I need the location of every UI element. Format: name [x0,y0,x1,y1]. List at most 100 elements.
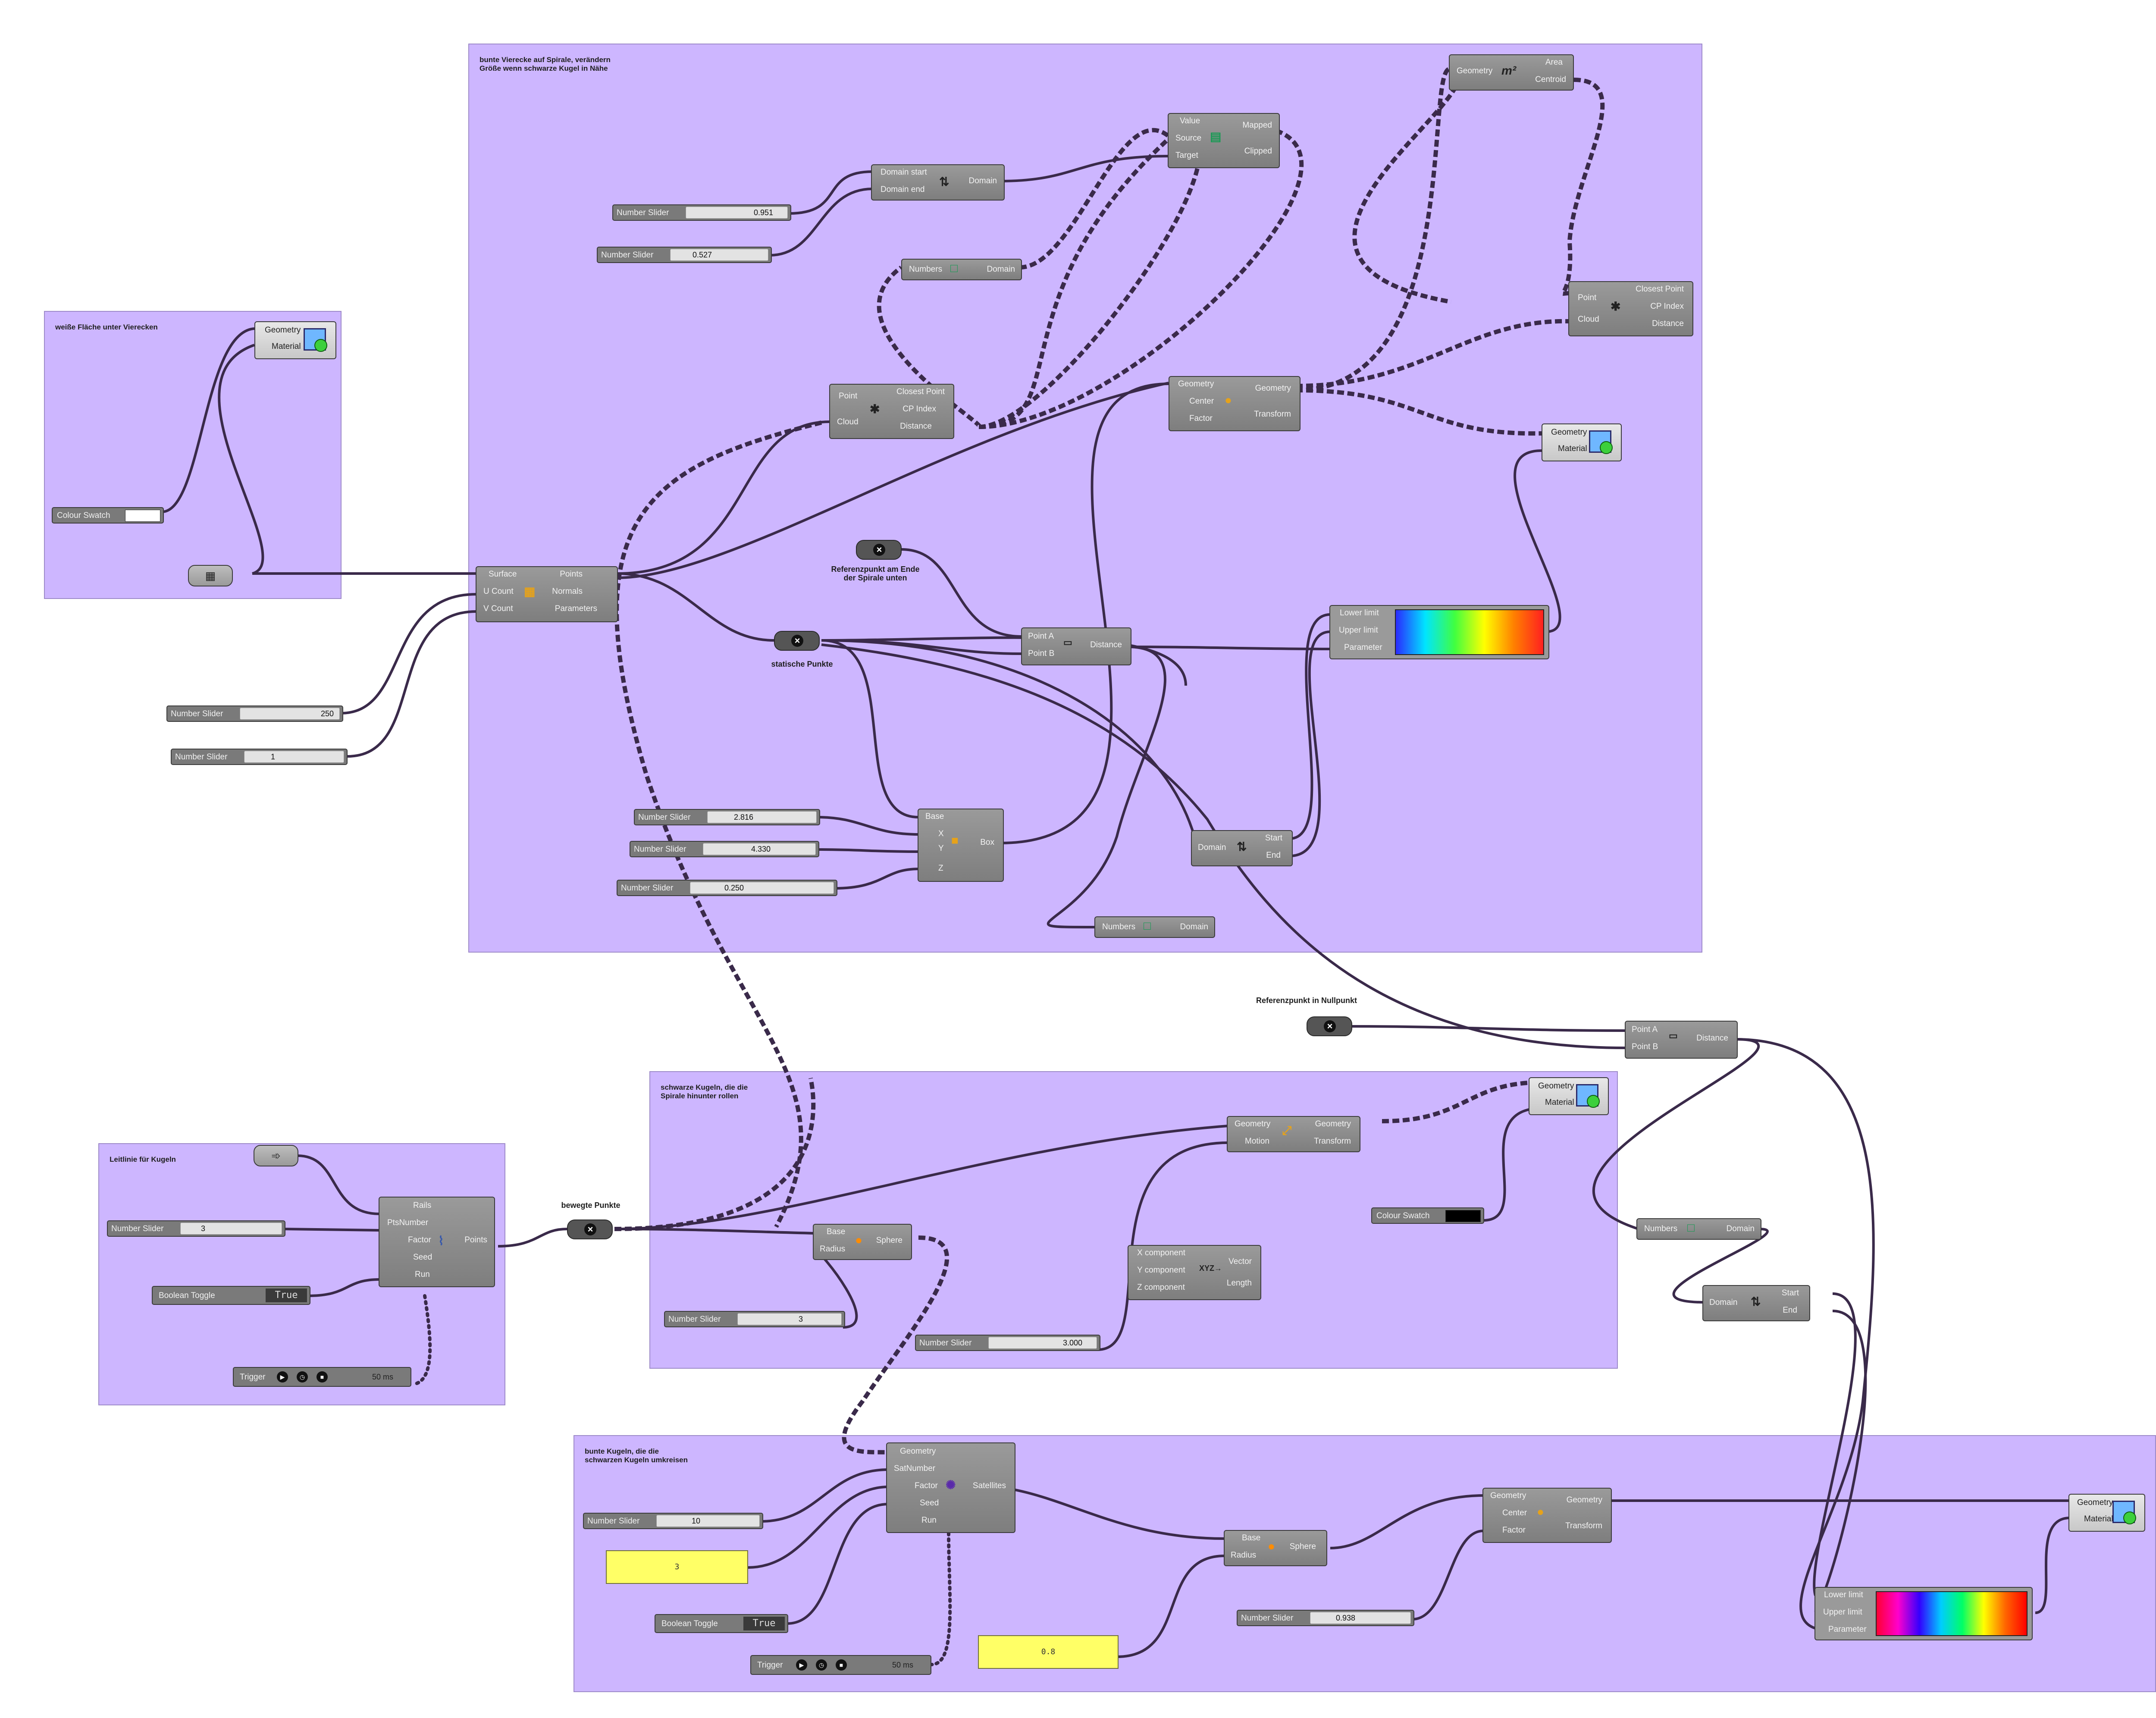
point-param-origin[interactable]: × [1307,1016,1352,1036]
number-slider-scale-factor[interactable]: Number Slider 0.938 [1237,1610,1414,1626]
point-param-icon: × [1324,1020,1336,1032]
bounds-3[interactable]: Numbers □ Domain [1636,1218,1761,1240]
move[interactable]: Geometry Motion ⤢ Geometry Transform [1227,1116,1360,1152]
panel-factor[interactable]: 3 [606,1550,748,1584]
point-on-rails[interactable]: Rails PtsNumber Factor Seed Run ⌇ Points [379,1197,495,1287]
number-slider-v[interactable]: Number Slider 1 [171,749,348,765]
number-slider-z-component[interactable]: Number Slider 3.000 [915,1335,1100,1351]
toggle-state[interactable]: True [743,1617,785,1630]
port-distance: Distance [1652,319,1684,328]
swatch-color[interactable] [125,510,160,522]
port-domain: Domain [1198,843,1226,852]
construct-domain[interactable]: Domain start Domain end ⇅ Domain [871,164,1005,201]
scale-1[interactable]: Geometry Center Factor ● Geometry Transf… [1169,376,1300,431]
divide-surface[interactable]: Surface U Count V Count ▦ Points Normals… [476,566,618,622]
trigger-interval: 50 ms [372,1373,393,1381]
port-source: Source [1175,134,1202,143]
point-param-moving[interactable]: × [567,1220,613,1239]
stop-icon[interactable]: ■ [836,1659,847,1671]
port-seed: Seed [920,1499,939,1508]
number-slider-box-x[interactable]: Number Slider 2.816 [634,809,820,825]
scale-2[interactable]: Geometry Center Factor ● Geometry Transf… [1482,1488,1612,1543]
colour-swatch-white[interactable]: Colour Swatch [52,507,164,524]
port-closest-point: Closest Point [1636,285,1684,294]
colour-swatch-black[interactable]: Colour Swatch [1371,1207,1484,1224]
gradient-2[interactable]: Lower limit Upper limit Parameter [1814,1587,2033,1640]
port-y-component: Y component [1137,1266,1185,1275]
distance-2[interactable]: Point A Point B ▭ Distance [1625,1021,1738,1059]
surface-param[interactable]: ▦ [188,565,233,586]
bounds-2[interactable]: Numbers □ Domain [1094,916,1215,938]
curve-param[interactable]: ➾ [254,1145,298,1166]
trigger-2[interactable]: Trigger ▶ ◷ ■ 50 ms [750,1655,931,1675]
port-factor: Factor [1502,1526,1526,1535]
number-slider-box-y[interactable]: Number Slider 4.330 [630,841,819,857]
deconstruct-domain-2[interactable]: Domain ⇅ Start End [1702,1285,1810,1321]
port-parameter: Parameter [1344,643,1382,652]
deconstruct-domain-1[interactable]: Domain ⇅ Start End [1191,830,1293,866]
sphere-1[interactable]: Base Radius ● Sphere [813,1224,912,1260]
port-end: End [1783,1306,1797,1315]
remap-numbers[interactable]: Value Source Target ▤ Mapped Clipped [1168,113,1280,168]
port-point-b: Point B [1028,649,1055,658]
group-label: bunte Vierecke auf Spirale, verändern Gr… [479,56,611,72]
number-slider-sat-number[interactable]: Number Slider 10 [583,1513,763,1529]
gradient-bar[interactable] [1876,1591,2028,1636]
slider-value: 0.951 [753,208,773,217]
port-domain: Domain [1180,922,1208,931]
bounds-1[interactable]: Numbers □ Domain [901,259,1022,280]
stop-icon[interactable]: ■ [317,1371,328,1383]
number-slider-pts-number[interactable]: Number Slider 3 [107,1220,285,1237]
number-slider-radius[interactable]: Number Slider 3 [664,1311,845,1327]
port-numbers: Numbers [1102,922,1136,931]
port-radius: Radius [820,1245,846,1254]
curve-param-icon: ➾ [271,1149,281,1162]
boolean-toggle-2[interactable]: Boolean Toggle True [655,1614,788,1633]
panel-radius[interactable]: 0.8 [978,1635,1119,1669]
port-material: Material [1558,444,1587,453]
sphere-2[interactable]: Base Radius ● Sphere [1224,1530,1327,1566]
render-icon [2112,1501,2136,1524]
port-y: Y [938,844,944,853]
play-icon[interactable]: ▶ [277,1371,288,1383]
closest-point-2[interactable]: Point Cloud ✱ Closest Point CP Index Dis… [1568,281,1693,336]
area[interactable]: Geometry m² Area Centroid [1449,54,1574,91]
point-param-ref-end[interactable]: × [856,540,902,560]
port-sphere: Sphere [1289,1542,1316,1551]
trigger-1[interactable]: Trigger ▶ ◷ ■ 50 ms [233,1367,411,1387]
distance-1[interactable]: Point A Point B ▭ Distance [1021,627,1131,665]
custom-preview-black[interactable]: Geometry Material [1529,1077,1609,1115]
number-slider-domain-start[interactable]: Number Slider 0.951 [612,204,791,221]
number-slider-u[interactable]: Number Slider 250 [166,705,343,722]
boolean-toggle-1[interactable]: Boolean Toggle True [152,1286,310,1305]
custom-preview-squares[interactable]: Geometry Material [1542,423,1622,461]
slider-label: Number Slider [175,752,228,762]
trigger-interval: 50 ms [892,1661,913,1669]
gradient-bar[interactable] [1395,609,1544,655]
center-box[interactable]: Base X Y Z ■ Box [918,809,1004,882]
swatch-color[interactable] [1445,1210,1481,1222]
port-numbers: Numbers [909,265,943,274]
point-param-static[interactable]: × [774,631,820,651]
custom-preview-white[interactable]: Geometry Material [254,321,336,359]
satellites[interactable]: Geometry SatNumber Factor Seed Run ✺ Sat… [886,1442,1015,1533]
port-material: Material [2084,1514,2113,1524]
move-icon: ⤢ [1282,1124,1292,1137]
number-slider-domain-end[interactable]: Number Slider 0.527 [597,247,772,263]
closest-point-1[interactable]: Point Cloud ✱ Closest Point CP Index Dis… [829,384,954,439]
slider-value: 3 [201,1224,206,1233]
slider-label: Number Slider [111,1224,164,1233]
caption-ref-origin: Referenzpunkt in Nullpunkt [1256,996,1357,1005]
play-icon[interactable]: ▶ [796,1659,807,1671]
custom-preview-colour-spheres[interactable]: Geometry Material [2068,1494,2145,1532]
gradient-1[interactable]: Lower limit Upper limit Parameter [1329,605,1549,659]
port-end: End [1266,851,1281,860]
slider-label: Number Slider [668,1315,721,1324]
reset-icon[interactable]: ◷ [297,1371,308,1383]
port-upper-limit: Upper limit [1823,1608,1862,1617]
number-slider-box-z[interactable]: Number Slider 0.250 [617,880,837,896]
port-base: Base [1242,1533,1261,1542]
vector-xyz[interactable]: X component Y component Z component XYZ→… [1128,1245,1261,1300]
reset-icon[interactable]: ◷ [816,1659,827,1671]
toggle-state[interactable]: True [266,1288,307,1302]
